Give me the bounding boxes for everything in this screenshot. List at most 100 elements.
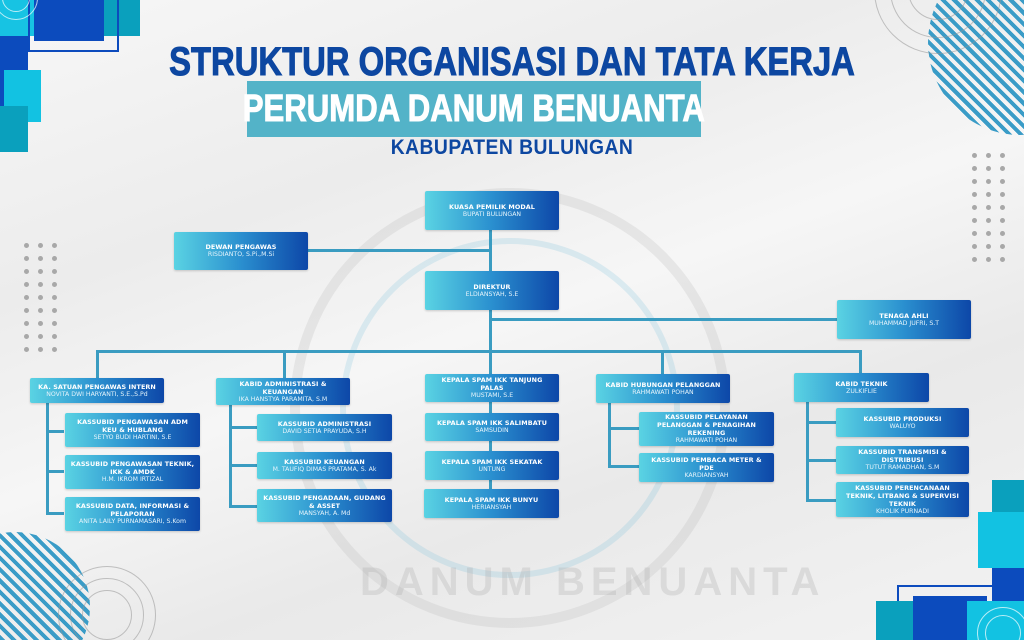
node-kabid-hubungan-pelanggan: KABID HUBUNGAN PELANGGAN RAHMAWATI POHAN [596, 374, 730, 403]
node-name: SETYO BUDI HARTINI, S.E [93, 434, 172, 441]
node-kassubid: KASSUBID KEUANGAN M. TAUFIQ DIMAS PRATAM… [257, 452, 392, 479]
node-name: BUPATI BULUNGAN [462, 210, 522, 218]
connector-line [859, 350, 862, 376]
connector-line [806, 499, 836, 502]
node-name: UNTUNG [478, 465, 506, 473]
node-name: MANSYAH, A. Md [298, 509, 351, 517]
decor-square [0, 106, 28, 152]
node-title: KASSUBID PENGAWASAN TEKNIK, IKK & AMDK [70, 460, 195, 476]
node-name: ZULKIFLIE [846, 387, 877, 395]
connector-line [229, 426, 257, 429]
node-name: MUSTAMI, S.E [470, 392, 514, 399]
connector-line [229, 464, 257, 467]
decor-rings-icon [977, 607, 1024, 640]
connector-line [283, 350, 286, 378]
node-title: KASSUBID PENGADAAN, GUDANG & ASSET [263, 493, 386, 510]
connector-line [489, 400, 492, 492]
node-name: RAHMAWATI POHAN [632, 388, 694, 396]
connector-line [96, 350, 99, 378]
decor-square [876, 601, 916, 640]
connector-line [229, 404, 232, 507]
node-name: M. TAUFIQ DIMAS PRATAMA, S. Ak [272, 465, 377, 473]
decor-outline [28, 0, 119, 52]
connector-line [46, 512, 64, 515]
node-name: ELDIANSYAH, S.E [465, 290, 519, 298]
watermark-seal-inner [340, 238, 680, 578]
node-title: KASSUBID PENGAWASAN ADM KEU & HUBLANG [77, 418, 188, 434]
node-name: IKA HANSTYA PARAMITA, S.M [238, 395, 328, 403]
node-kuasa-pemilik-modal: KUASA PEMILIK MODAL BUPATI BULUNGAN [425, 191, 559, 230]
node-title: KASSUBID DATA, INFORMASI & PELAPORAN [75, 502, 190, 518]
connector-line [608, 403, 611, 467]
node-title: KUASA PEMILIK MODAL [449, 202, 535, 211]
node-title: KASSUBID KEUANGAN [284, 457, 365, 466]
node-kassubid: KASSUBID PENGAWASAN TEKNIK, IKK & AMDK H… [65, 455, 200, 489]
node-name: H.M. IKROM IRTIZAL [101, 476, 164, 483]
node-name: TUTUT RAMADHAN, S.M [865, 464, 940, 471]
organization-name: PERUMDA DANUM BENUANTA [242, 87, 706, 130]
node-title: KA. SATUAN PENGAWAS INTERN [38, 382, 156, 391]
region-subtitle: KABUPATEN BULUNGAN [390, 136, 634, 159]
node-name: SAMSUDIN [475, 427, 509, 434]
node-title: KASSUBID PELAYANAN PELANGGAN & PENAGIHAN… [657, 413, 756, 437]
connector-line [608, 465, 640, 468]
connector-line [806, 459, 836, 462]
node-title: TENAGA AHLI [879, 311, 929, 320]
node-name: MUHAMMAD JUFRI, S.T [868, 319, 940, 327]
node-title: KEPALA SPAM IKK SEKATAK [441, 457, 543, 466]
node-title: KASSUBID PRODUKSI [863, 414, 942, 423]
decor-dot-grid [972, 153, 1006, 262]
node-kassubid: KASSUBID PELAYANAN PELANGGAN & PENAGIHAN… [639, 412, 774, 446]
node-title: KEPALA SPAM IKK BUNYU [444, 495, 539, 504]
page-title: STRUKTUR ORGANISASI DAN TATA KERJA [169, 40, 856, 85]
node-title: KABID TEKNIK [835, 379, 888, 388]
node-title: KEPALA SPAM IKK SALIMBATU [436, 419, 548, 427]
node-direktur: DIREKTUR ELDIANSYAH, S.E [425, 271, 559, 310]
node-title: DIREKTUR [473, 282, 511, 291]
node-title: KEPALA SPAM IKK TANJUNG PALAS [441, 376, 543, 392]
connector-line [229, 505, 257, 508]
node-name: HERIANSYAH [471, 503, 512, 511]
connector-line [489, 310, 492, 375]
connector-line [308, 249, 491, 252]
node-kassubid: KASSUBID DATA, INFORMASI & PELAPORAN ANI… [65, 497, 200, 531]
node-kassubid: KASSUBID ADMINISTRASI DAVID SETIA PRAYUD… [257, 414, 392, 441]
node-kepala-spam-tanjung-palas: KEPALA SPAM IKK TANJUNG PALAS MUSTAMI, S… [425, 374, 559, 402]
connector-line [608, 427, 640, 430]
node-title: KASSUBID ADMINISTRASI [277, 419, 372, 428]
node-name: NOVITA DWI HARYANTI, S.E.,S.Pd [46, 390, 148, 398]
node-name: WALUYO [889, 422, 916, 430]
connector-line [46, 402, 49, 514]
node-name: DAVID SETIA PRAYUDA, S.H [282, 427, 367, 435]
node-kepala-spam: KEPALA SPAM IKK SALIMBATU SAMSUDIN [425, 413, 559, 441]
node-kepala-spam: KEPALA SPAM IKK BUNYU HERIANSYAH [424, 489, 559, 518]
node-title: KABID HUBUNGAN PELANGGAN [605, 380, 721, 389]
node-kabid-teknik: KABID TEKNIK ZULKIFLIE [794, 373, 929, 402]
connector-line [96, 350, 862, 353]
node-tenaga-ahli: TENAGA AHLI MUHAMMAD JUFRI, S.T [837, 300, 971, 339]
decor-dot-grid [24, 243, 58, 352]
watermark-bottom-text: DANUM BENUANTA [360, 560, 826, 604]
decor-square [104, 0, 140, 36]
connector-line [806, 421, 836, 424]
node-ka-satuan-pengawas-intern: KA. SATUAN PENGAWAS INTERN NOVITA DWI HA… [30, 378, 164, 403]
node-dewan-pengawas: DEWAN PENGAWAS RISDIANTO, S.Pi.,M.Si [174, 232, 308, 270]
node-title: KABID ADMINISTRASI & KEUANGAN [239, 379, 327, 396]
node-name: KARDIANSYAH [684, 471, 729, 479]
node-title: KASSUBID PERENCANAAN TEKNIK, LITBANG & S… [845, 483, 960, 508]
node-title: KASSUBID TRANSMISI & DISTRIBUSI [858, 448, 947, 464]
connector-line [46, 470, 64, 473]
node-kepala-spam: KEPALA SPAM IKK SEKATAK UNTUNG [425, 451, 559, 480]
node-kassubid: KASSUBID TRANSMISI & DISTRIBUSI TUTUT RA… [836, 446, 969, 474]
decor-square [34, 0, 104, 41]
node-title: DEWAN PENGAWAS [205, 243, 277, 251]
connector-line [806, 402, 809, 502]
node-kassubid: KASSUBID PENGAWASAN ADM KEU & HUBLANG SE… [65, 413, 200, 447]
node-kassubid: KASSUBID PRODUKSI WALUYO [836, 408, 969, 437]
node-title: KASSUBID PEMBACA METER & PDE [651, 455, 762, 472]
decor-square [978, 512, 1024, 568]
node-name: KHOLIK PURNADI [876, 507, 929, 515]
node-kassubid: KASSUBID PENGADAAN, GUDANG & ASSET MANSY… [257, 489, 392, 522]
connector-line [661, 350, 664, 376]
node-name: RAHMAWATI POHAN [675, 437, 738, 444]
